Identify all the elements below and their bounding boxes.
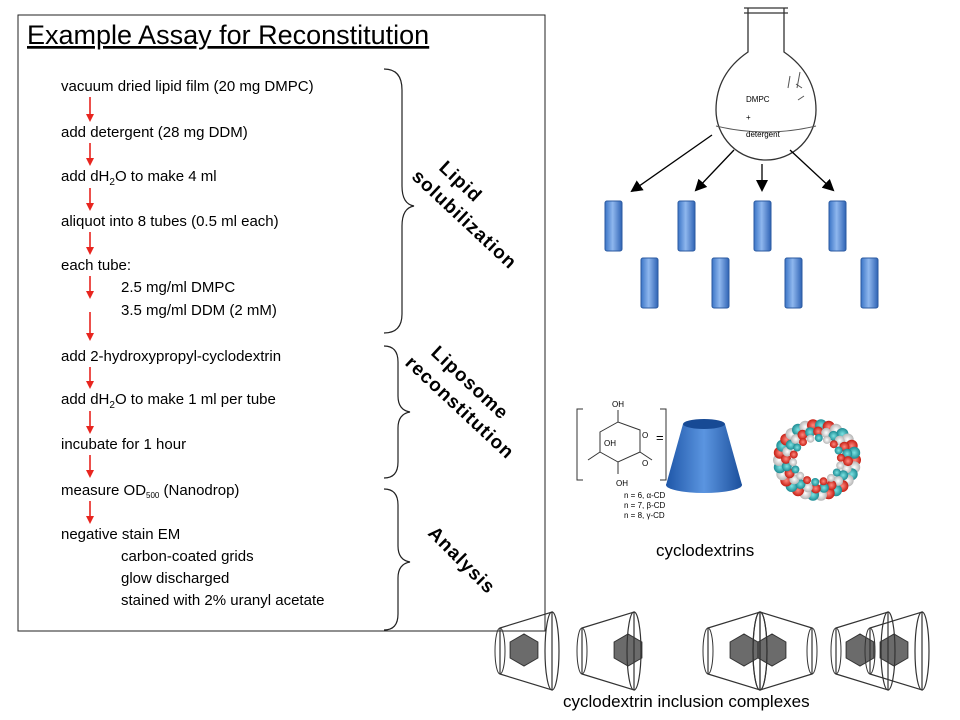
cyclodextrin-cone-icon — [666, 419, 742, 493]
atom-sphere — [822, 435, 831, 444]
atom-sphere — [789, 450, 798, 459]
atom-sphere — [832, 468, 841, 477]
page-title: Example Assay for Reconstitution — [27, 20, 429, 50]
cd-n7: n = 7, β-CD — [624, 501, 666, 510]
cyclodextrin-cup-icon — [830, 611, 896, 691]
brace-analysis — [383, 488, 411, 631]
step-7: add dH2O to make 1 ml per tube — [61, 391, 276, 411]
step-8: incubate for 1 hour — [61, 436, 186, 453]
caption-inclusion-complexes: cyclodextrin inclusion complexes — [563, 692, 810, 711]
atom-sphere — [799, 438, 807, 447]
atom-sphere — [834, 446, 843, 455]
protocol-box — [17, 14, 546, 632]
step-5-detail-2: 3.5 mg/ml DDM (2 mM) — [121, 302, 277, 319]
step-3: add dH2O to make 4 ml — [61, 168, 217, 188]
protocol-steps: vacuum dried lipid film (20 mg DMPC) add… — [61, 78, 324, 609]
step-10-detail-2: glow discharged — [121, 570, 229, 587]
atom-sphere — [803, 476, 812, 485]
cd-equals: = — [656, 430, 664, 445]
step-1: vacuum dried lipid film (20 mg DMPC) — [61, 78, 314, 95]
tube-icon — [604, 200, 623, 252]
step-10-detail-1: carbon-coated grids — [121, 548, 254, 565]
cyclodextrin-structure — [576, 408, 667, 481]
flask-illustration — [715, 7, 817, 161]
atom-sphere — [836, 453, 845, 462]
atom-sphere — [810, 483, 821, 494]
brace-liposome-reconstitution — [383, 345, 411, 479]
step-5: each tube: — [61, 257, 131, 274]
flask-label-line2: + — [746, 113, 751, 122]
stage-label-analysis: Analysis — [423, 523, 499, 599]
atom-sphere — [797, 429, 808, 440]
atom-sphere — [789, 458, 798, 467]
black-arrow-icon — [694, 149, 735, 192]
tube-icon — [784, 257, 803, 309]
cyclodextrin-space-filling-model — [773, 419, 861, 501]
cd-o-2: O — [642, 459, 648, 468]
cd-oh-2: OH — [604, 439, 616, 448]
guest-molecule-icon — [757, 633, 787, 667]
cd-o-1: O — [642, 431, 648, 440]
cyclodextrin-cup-icon — [494, 611, 560, 691]
step-10-detail-3: stained with 2% uranyl acetate — [121, 592, 324, 609]
distribution-arrows — [630, 134, 835, 193]
guest-molecule-icon — [845, 633, 875, 667]
atom-sphere — [811, 478, 820, 486]
stage-label-liposome-reconstitution: Liposome reconstitution — [401, 342, 518, 463]
flask-label-line3: detergent — [746, 130, 781, 139]
atom-sphere — [814, 434, 823, 442]
atom-sphere — [819, 477, 828, 486]
atom-sphere — [842, 448, 853, 459]
step-10: negative stain EM — [61, 526, 180, 543]
guest-molecule-icon — [509, 633, 539, 667]
step-4: aliquot into 8 tubes (0.5 ml each) — [61, 213, 279, 230]
cd-n6: n = 6, α-CD — [624, 491, 666, 500]
step-5-detail-1: 2.5 mg/ml DMPC — [121, 279, 235, 296]
cd-n8: n = 8, γ-CD — [624, 511, 665, 520]
step-9: measure OD500 (Nanodrop) — [61, 482, 239, 500]
inclusion-complexes — [494, 611, 930, 691]
guest-molecule-icon — [879, 633, 909, 667]
stage-label-lipid-solubilization: Lipid solubilization — [407, 157, 520, 273]
tube-icon — [828, 200, 847, 252]
caption-cyclodextrins: cyclodextrins — [656, 541, 754, 560]
cyclodextrin-cup-icon — [576, 611, 642, 691]
tube-icon — [753, 200, 772, 252]
sample-tubes — [604, 200, 879, 309]
cyclodextrin-cup-icon — [752, 611, 818, 691]
tube-icon — [640, 257, 659, 309]
step-2: add detergent (28 mg DDM) — [61, 124, 248, 141]
atom-sphere — [791, 465, 800, 474]
brace-lipid-solubilization — [383, 68, 415, 334]
atom-sphere — [793, 443, 802, 452]
svg-text:Analysis: Analysis — [423, 523, 499, 599]
step-6: add 2-hydroxypropyl-cyclodextrin — [61, 348, 281, 365]
atom-sphere — [813, 426, 824, 437]
tube-icon — [711, 257, 730, 309]
flask-label-line1: DMPC — [746, 95, 770, 104]
tube-icon — [860, 257, 879, 309]
atom-sphere — [829, 440, 838, 449]
guest-molecule-icon — [613, 633, 643, 667]
black-arrow-icon — [630, 134, 713, 193]
cd-oh-3: OH — [616, 479, 628, 488]
cd-oh-1: OH — [612, 400, 624, 409]
atom-sphere — [796, 471, 805, 480]
tube-icon — [677, 200, 696, 252]
atom-sphere — [827, 473, 835, 482]
atom-sphere — [805, 427, 816, 438]
atom-sphere — [781, 461, 792, 472]
atom-sphere — [818, 482, 829, 493]
atom-sphere — [826, 480, 837, 491]
stage-braces — [383, 68, 415, 631]
atom-sphere — [836, 461, 845, 470]
cyclodextrin-cup-icon — [864, 611, 930, 691]
atom-sphere — [806, 434, 815, 443]
atom-sphere — [843, 456, 853, 467]
black-arrow-icon — [789, 149, 835, 192]
